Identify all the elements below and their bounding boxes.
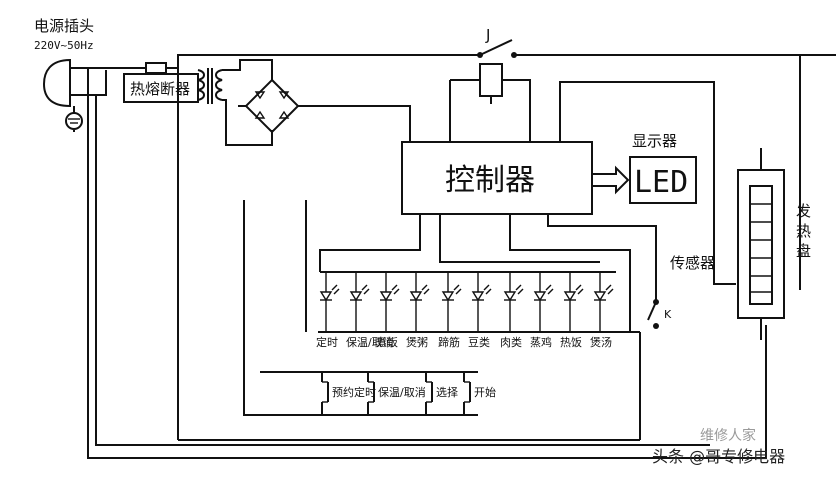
switch-k-icon: [647, 299, 659, 329]
indicator-label: 定时: [316, 335, 338, 349]
indicator-led-row: [319, 272, 614, 332]
indicator-led-icon: [593, 272, 614, 332]
button-row: 预约定时保温/取消选择 开始: [321, 372, 496, 415]
indicator-led-icon: [319, 272, 340, 332]
indicator-led-icon: [563, 272, 584, 332]
heater-plate-icon: [737, 148, 785, 340]
transformer-icon: [197, 68, 223, 104]
indicator-label: 煲粥: [406, 336, 428, 349]
relay-coil-icon: [479, 63, 503, 97]
push-button-icon: [321, 372, 329, 415]
indicator-led-icon: [409, 272, 430, 332]
indicator-label: 热饭: [560, 336, 582, 349]
fuse-label-box: [123, 73, 199, 103]
power-plug-icon: [42, 58, 88, 108]
button-label: 开始: [474, 385, 496, 399]
button-label: 选择: [436, 385, 458, 399]
indicator-label: 煮饭: [376, 336, 398, 349]
push-button-icon: [367, 372, 375, 415]
controller-label: 控制器: [445, 163, 535, 198]
indicator-label: 保温/取消: [346, 335, 394, 349]
ground-icon: [65, 106, 83, 130]
watermark: 维修人家 头条 @哥专修电器: [652, 427, 785, 466]
led-display-box: [629, 156, 697, 204]
indicator-label: 豆类: [468, 335, 490, 349]
indicator-led-icon: [441, 272, 462, 332]
button-label: 保温/取消: [378, 385, 426, 399]
push-button-icon: [425, 372, 433, 415]
button-label: 预约定时: [332, 385, 376, 399]
indicator-led-icon: [471, 272, 492, 332]
indicator-led-icon: [503, 272, 524, 332]
watermark-top: 维修人家: [700, 427, 756, 444]
led-text: LED: [634, 165, 688, 200]
sensor-label: 传感器: [670, 254, 715, 272]
relay-switch-icon: [477, 39, 517, 58]
heater-label-3: 盘: [796, 242, 811, 260]
heater-label-1: 发: [796, 202, 811, 220]
indicator-label: 蒸鸡: [530, 335, 552, 349]
power-plug-label: 电源插头: [34, 17, 94, 35]
bridge-rectifier-icon: [244, 78, 300, 134]
indicator-label-row: 定时保温/取消煮饭煲粥蹄筋豆类肉类蒸鸡热饭煲汤: [316, 335, 612, 349]
controller-box: [401, 141, 593, 215]
heater-label-2: 热: [796, 222, 811, 240]
push-button-icon: [463, 372, 471, 415]
display-label: 显示器: [632, 132, 677, 150]
arrow-icon: [592, 165, 630, 195]
voltage-label: 220V~50Hz: [34, 39, 94, 52]
indicator-led-icon: [533, 272, 554, 332]
relay-label: J: [485, 26, 490, 44]
indicator-led-icon: [379, 272, 400, 332]
indicator-label: 肉类: [500, 335, 522, 349]
indicator-label: 煲汤: [590, 335, 612, 349]
watermark-bottom: 头条 @哥专修电器: [652, 447, 785, 466]
indicator-led-icon: [349, 272, 370, 332]
switch-k-label: K: [664, 308, 672, 321]
fuse-label: 热熔断器: [130, 80, 190, 98]
indicator-label: 蹄筋: [438, 335, 460, 349]
fuse-icon: [145, 62, 167, 74]
